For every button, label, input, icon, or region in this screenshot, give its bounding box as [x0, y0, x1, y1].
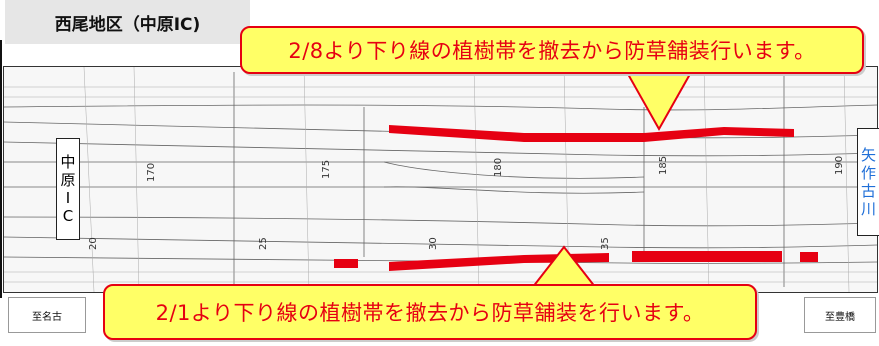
station-label: 185	[658, 156, 669, 175]
station-label: 175	[321, 160, 332, 179]
work-area-bottom-small	[334, 259, 358, 268]
work-area-bottom-end	[800, 252, 818, 262]
drawing-svg: 170 175 180 185 190 20 25 30 35	[4, 67, 877, 292]
nakahara-ic-char: 原	[60, 171, 76, 189]
destination-right: 至豊橋	[804, 297, 876, 333]
yahagi-furukawa-char: 矢	[860, 146, 876, 164]
left-divider	[0, 40, 2, 298]
nakahara-ic-char: I	[65, 189, 71, 207]
station-label: 35	[600, 237, 611, 250]
yahagi-furukawa-char: 古	[860, 182, 876, 200]
callout-pointers	[527, 67, 696, 292]
yahagi-furukawa-char: 川	[860, 200, 876, 218]
callout-bottom-pointer	[527, 245, 601, 292]
work-area-top	[389, 125, 794, 142]
work-area-bottom-long	[389, 253, 609, 271]
station-label: 25	[258, 237, 269, 250]
station-label: 30	[428, 237, 439, 250]
work-areas	[334, 125, 818, 271]
page-title: 西尾地区（中原IC)	[5, 0, 250, 44]
yahagi-furukawa-char: 作	[860, 164, 876, 182]
work-area-bottom-right	[632, 251, 782, 262]
hatch-lines	[4, 67, 877, 292]
nakahara-ic-char: 中	[60, 153, 76, 171]
callout-top: 2/8より下り線の植樹帯を撤去から防草舗装行います。	[240, 26, 864, 74]
station-label: 170	[146, 163, 157, 182]
yahagi-furukawa-label: 矢 作 古 川	[857, 128, 879, 236]
interchange-drawing: 170 175 180 185 190 20 25 30 35	[3, 66, 878, 293]
nakahara-ic-label: 中 原 I C	[56, 138, 80, 240]
station-label: 180	[493, 158, 504, 177]
destination-left: 至名古	[8, 297, 86, 333]
station-label: 20	[88, 237, 99, 250]
callout-bottom: 2/1より下り線の植樹帯を撤去から防草舗装を行います。	[103, 284, 757, 340]
nakahara-ic-char: C	[62, 207, 74, 225]
callout-top-pointer	[622, 67, 696, 132]
station-label: 190	[834, 156, 845, 175]
